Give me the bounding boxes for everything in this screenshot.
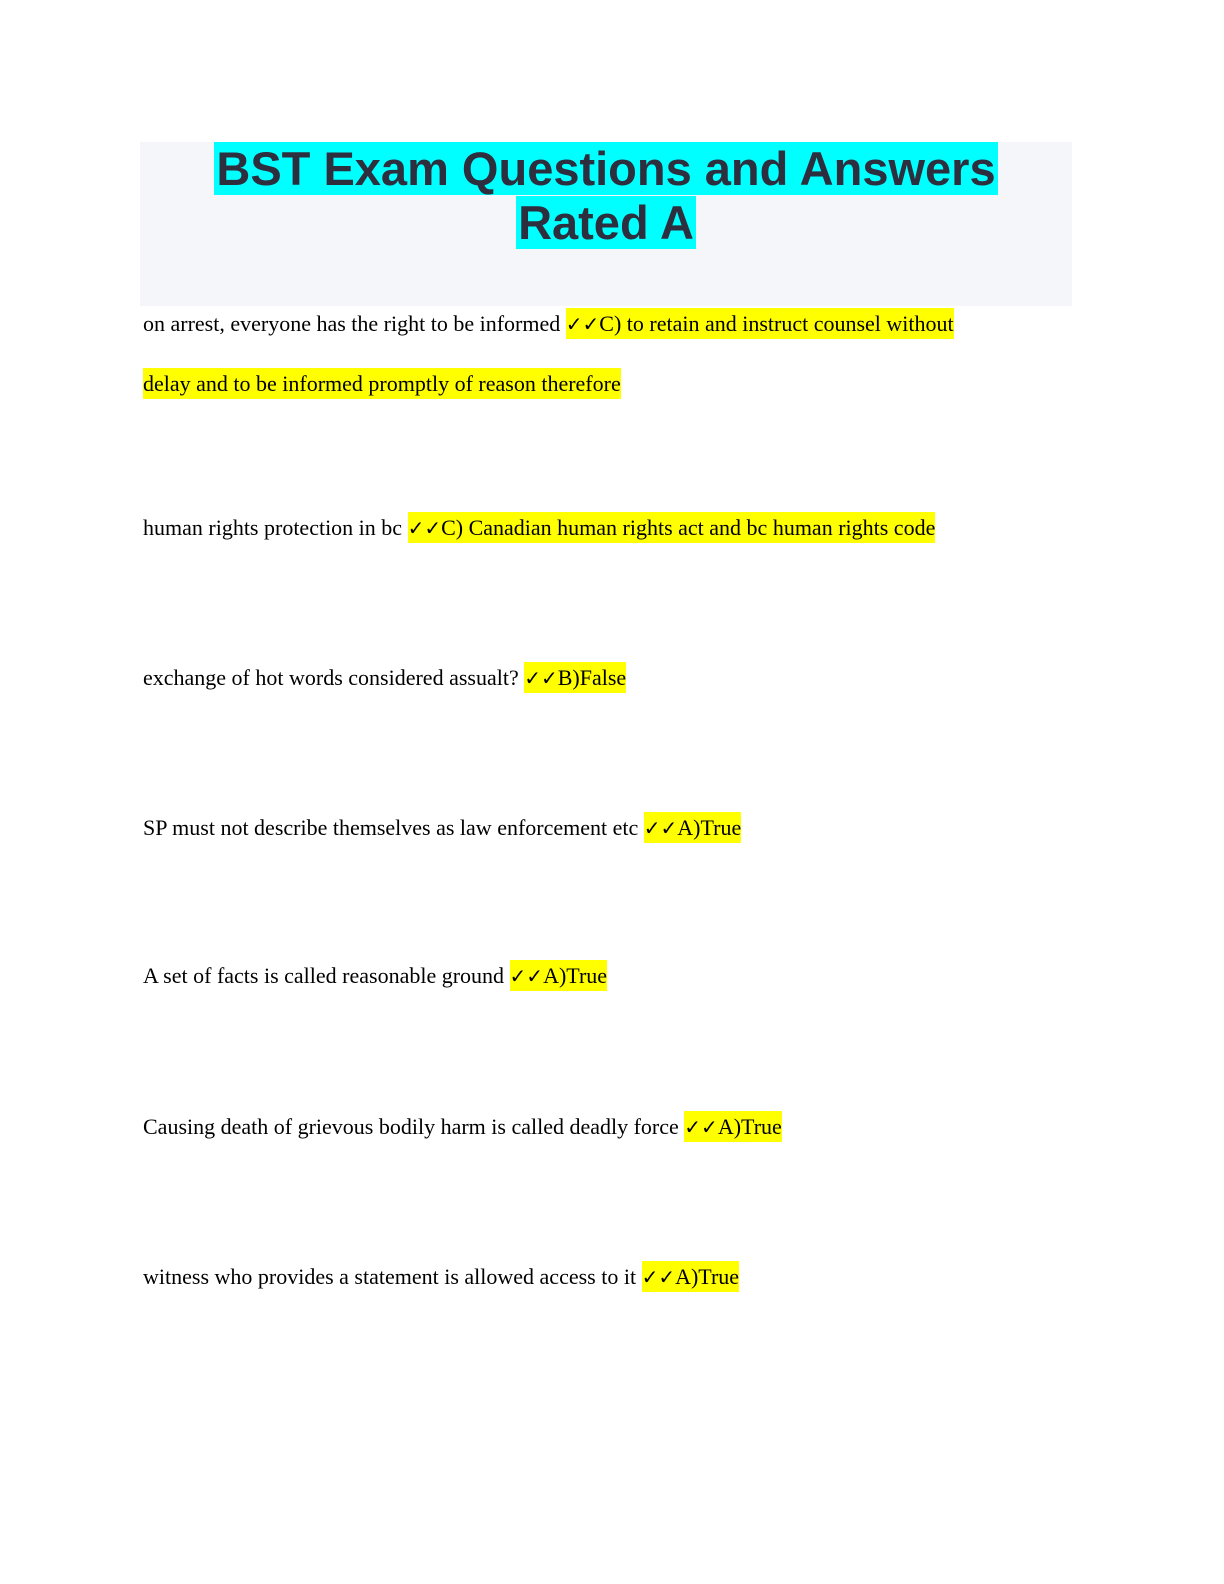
answer-highlight: ✓✓A)True [641, 1261, 740, 1292]
answer-highlight: ✓✓A)True [509, 960, 608, 991]
question-text: SP must not describe themselves as law e… [143, 815, 639, 840]
question-text: on arrest, everyone has the right to be … [143, 311, 561, 336]
question-text: Causing death of grievous bodily harm is… [143, 1114, 679, 1139]
answer-highlight: ✓✓B)False [524, 662, 627, 693]
check-icon: ✓✓ [684, 1115, 718, 1139]
check-icon: ✓✓ [509, 964, 544, 988]
answer-text: A)True [543, 963, 608, 988]
question-text: human rights protection in bc [143, 515, 403, 540]
question-text: A set of facts is called reasonable grou… [143, 963, 505, 988]
answer-text: A)True [677, 815, 742, 840]
answer-highlight: ✓✓A)True [643, 812, 742, 843]
qa-item: A set of facts is called reasonable grou… [143, 946, 1043, 1006]
answer-highlight: ✓✓C) Canadian human rights act and bc hu… [407, 512, 936, 543]
qa-item: SP must not describe themselves as law e… [143, 798, 1043, 858]
answer-text: B)False [557, 665, 627, 690]
title-block: BST Exam Questions and Answers Rated A [140, 142, 1072, 306]
qa-item: exchange of hot words considered assualt… [143, 648, 1043, 708]
check-icon: ✓✓ [643, 816, 678, 840]
check-icon: ✓✓ [565, 312, 600, 336]
check-icon: ✓✓ [407, 516, 442, 540]
check-icon: ✓✓ [641, 1265, 676, 1289]
document-title: BST Exam Questions and Answers Rated A [140, 142, 1072, 250]
title-line-2: Rated A [516, 196, 696, 249]
answer-text: C) to retain and instruct counsel withou… [599, 311, 954, 336]
title-line-1: BST Exam Questions and Answers [214, 142, 998, 195]
qa-item: Causing death of grievous bodily harm is… [143, 1097, 1043, 1157]
answer-highlight: ✓✓C) to retain and instruct counsel with… [565, 308, 954, 339]
question-text: witness who provides a statement is allo… [143, 1264, 637, 1289]
answer-text: C) Canadian human rights act and bc huma… [441, 515, 936, 540]
qa-item: witness who provides a statement is allo… [143, 1247, 1043, 1307]
qa-item: on arrest, everyone has the right to be … [143, 294, 1043, 414]
qa-item: human rights protection in bc ✓✓C) Canad… [143, 498, 1043, 558]
question-text: exchange of hot words considered assualt… [143, 665, 519, 690]
answer-highlight: ✓✓A)True [684, 1111, 782, 1142]
answer-text: A)True [675, 1264, 740, 1289]
answer-text: A)True [717, 1114, 782, 1139]
answer-text-continued: delay and to be informed promptly of rea… [143, 368, 621, 399]
check-icon: ✓✓ [524, 666, 558, 690]
